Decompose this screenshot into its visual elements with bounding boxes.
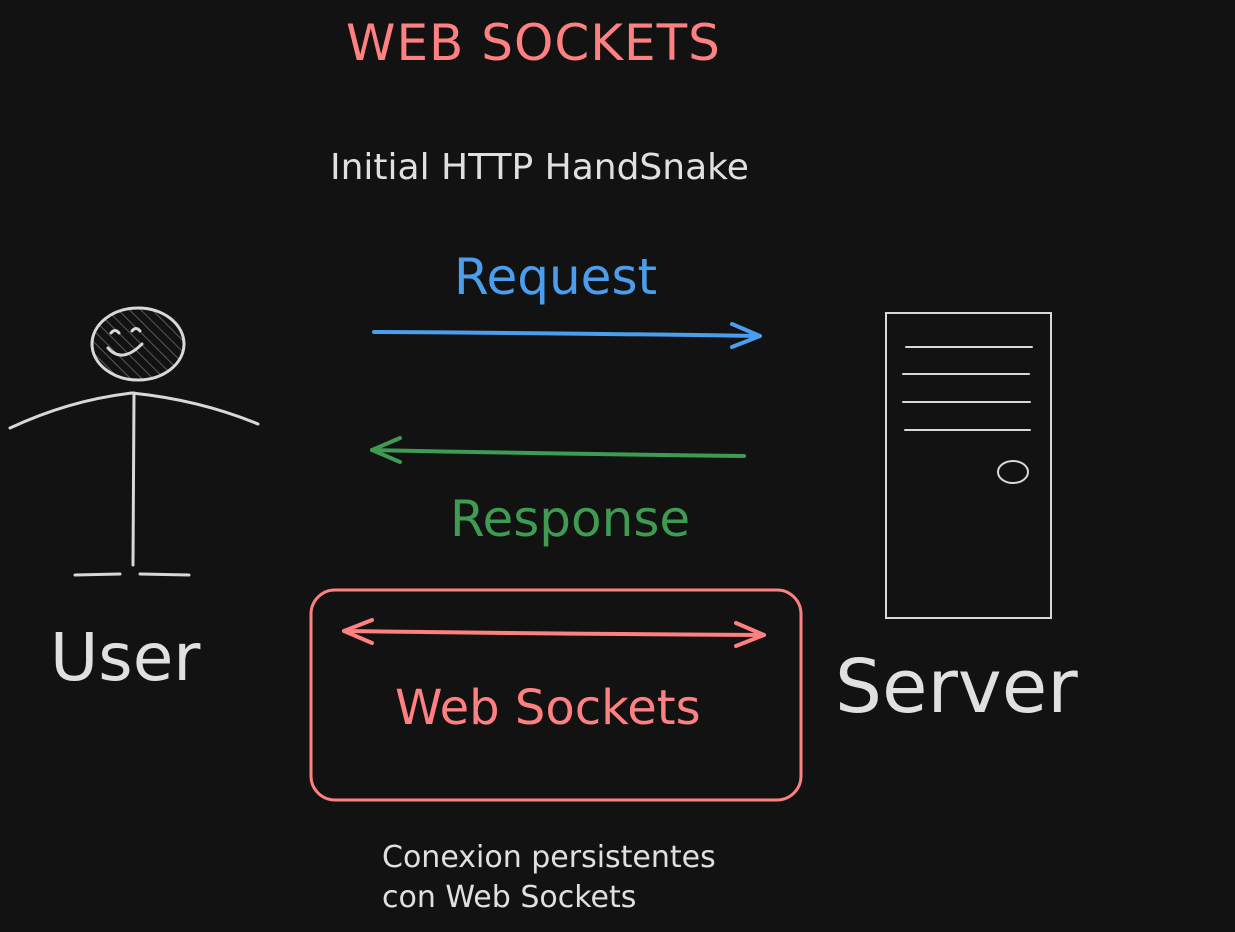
user-smile <box>106 342 144 357</box>
response-arrow <box>370 436 746 464</box>
user-feet <box>73 572 191 577</box>
server-case <box>885 312 1052 619</box>
user-label: User <box>50 619 201 696</box>
request-arrow <box>372 322 762 349</box>
user-eye-right <box>130 327 142 333</box>
handshake-subtitle: Initial HTTP HandSnake <box>330 147 749 188</box>
websocket-box <box>309 588 803 802</box>
websocket-label: Web Sockets <box>395 680 701 736</box>
server-power-button <box>997 460 1029 484</box>
user-body <box>131 391 136 567</box>
user-figure-icon <box>8 306 260 577</box>
user-head <box>90 306 186 382</box>
request-label: Request <box>454 248 658 306</box>
server-label: Server <box>835 644 1078 730</box>
user-arms <box>8 391 260 430</box>
websocket-bidirectional-arrow <box>342 618 766 648</box>
response-label: Response <box>450 490 691 548</box>
user-eye-left <box>109 329 121 335</box>
diagram-title: WEB SOCKETS <box>346 14 721 72</box>
note-line-1: Conexion persistentes <box>382 840 716 875</box>
server-tower-icon <box>885 312 1052 619</box>
note-line-2: con Web Sockets <box>382 880 637 915</box>
